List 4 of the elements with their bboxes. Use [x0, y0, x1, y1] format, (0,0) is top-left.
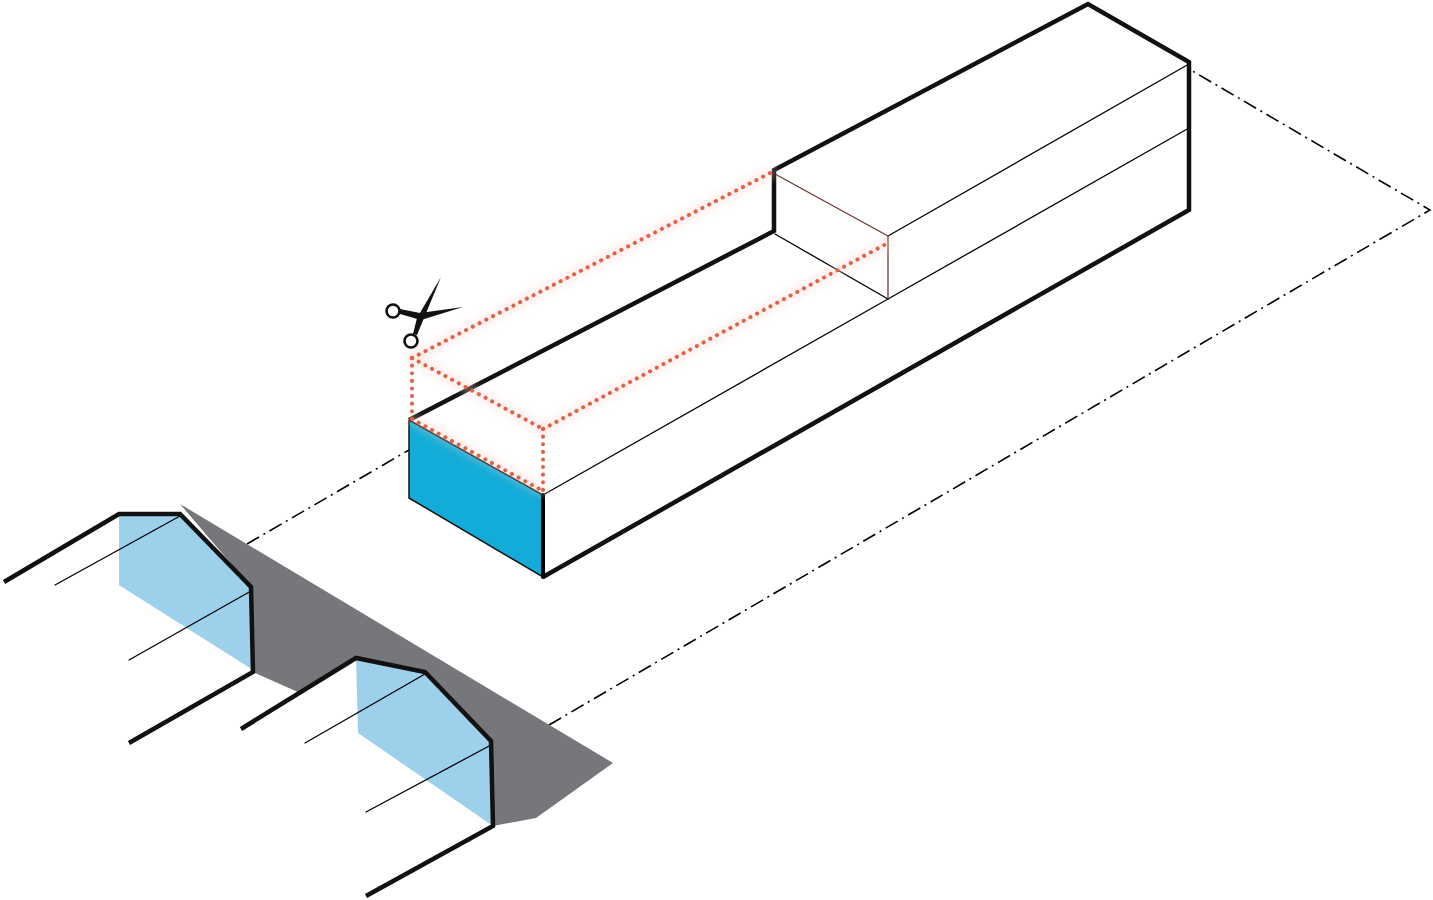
projection-line [246, 449, 410, 545]
building-block-drawing [407, 1, 1192, 579]
projection-line [548, 68, 1432, 726]
shed-sections-drawing [2, 504, 613, 898]
